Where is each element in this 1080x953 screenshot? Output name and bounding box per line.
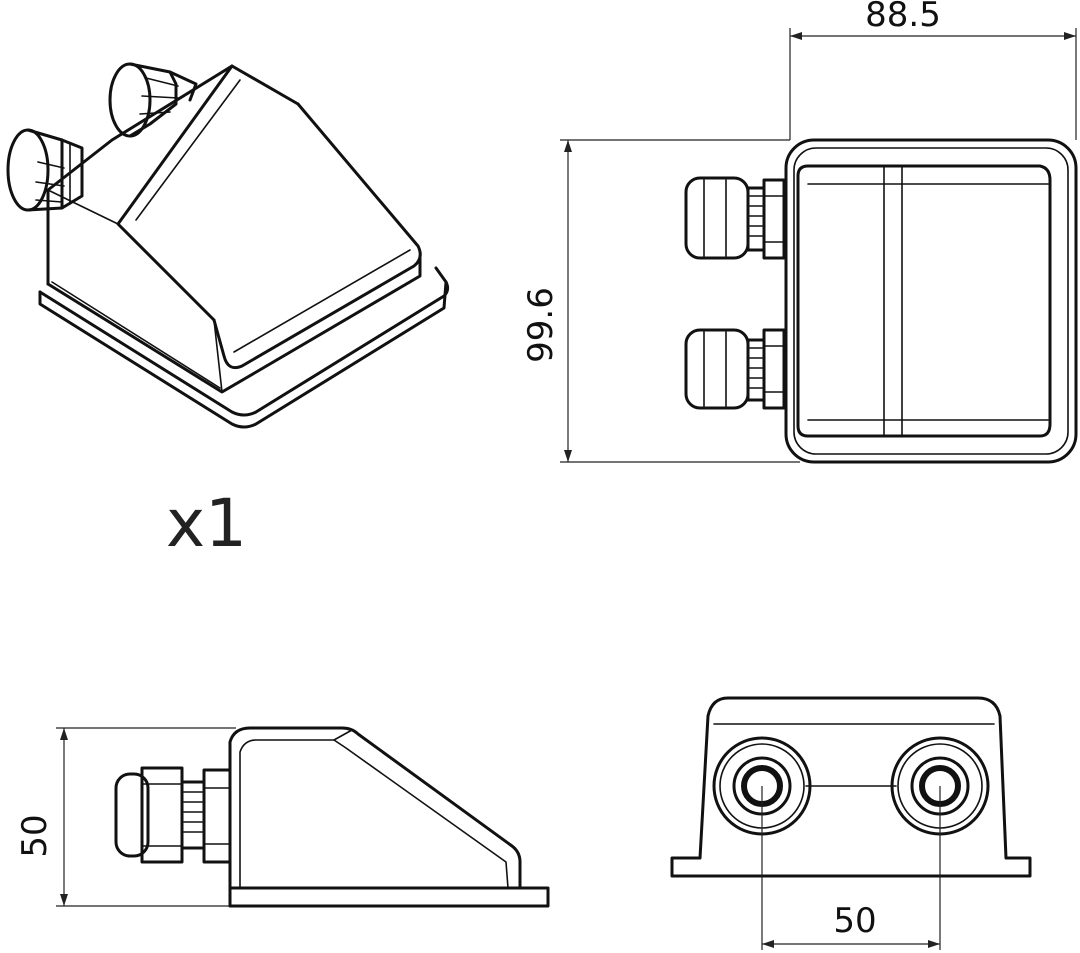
- isometric-view: [6, 62, 450, 429]
- dimension-height-label: 50: [15, 814, 55, 857]
- iso-gland-front: [6, 128, 84, 212]
- side-gland: [114, 766, 232, 864]
- top-gland-upper: [684, 176, 786, 260]
- iso-gland-back: [108, 62, 198, 138]
- dimension-spacing-label: 50: [833, 901, 876, 941]
- front-view: 50: [670, 696, 1032, 950]
- dimension-depth-label: 99.6: [521, 287, 561, 363]
- side-view: 50: [15, 726, 550, 908]
- top-gland-lower: [684, 328, 786, 410]
- dimension-width-label: 88.5: [865, 0, 941, 35]
- quantity-label: x1: [166, 485, 247, 562]
- top-view: 88.5 99.6: [521, 0, 1078, 464]
